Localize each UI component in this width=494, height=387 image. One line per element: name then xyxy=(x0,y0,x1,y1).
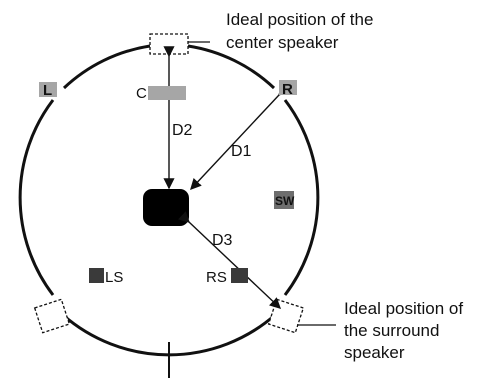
left-surround-ideal-box xyxy=(33,298,71,334)
center-speaker-icon xyxy=(148,86,186,100)
right-surround-ideal-box xyxy=(267,298,305,334)
listener-seat xyxy=(143,189,189,226)
d3-label: D3 xyxy=(212,232,233,249)
center-callout-line-1: Ideal position of the xyxy=(226,10,373,29)
surround-callout-line-1: Ideal position of xyxy=(344,299,463,318)
front-left-speaker-icon xyxy=(39,82,57,97)
left-surround-speaker-label: LS xyxy=(105,269,123,286)
d1-label: D1 xyxy=(231,143,252,160)
subwoofer-label: SW xyxy=(275,194,295,208)
center-ideal-position-box xyxy=(149,33,189,55)
front-right-speaker-icon xyxy=(279,80,297,95)
front-left-speaker-label: L xyxy=(43,82,52,99)
d3-distance-line xyxy=(178,211,282,309)
center-callout-line-2: center speaker xyxy=(226,33,339,52)
d1-distance-line xyxy=(190,84,290,191)
left-surround-speaker-icon xyxy=(89,268,104,283)
right-surround-speaker-icon xyxy=(231,268,248,283)
subwoofer-icon xyxy=(274,191,294,209)
center-speaker-label: C xyxy=(136,85,147,102)
d2-label: D2 xyxy=(172,122,193,139)
surround-callout-line-3: speaker xyxy=(344,343,405,362)
front-right-speaker-label: R xyxy=(282,81,293,98)
right-surround-speaker-label: RS xyxy=(206,269,227,286)
surround-callout-line-2: the surround xyxy=(344,321,439,340)
